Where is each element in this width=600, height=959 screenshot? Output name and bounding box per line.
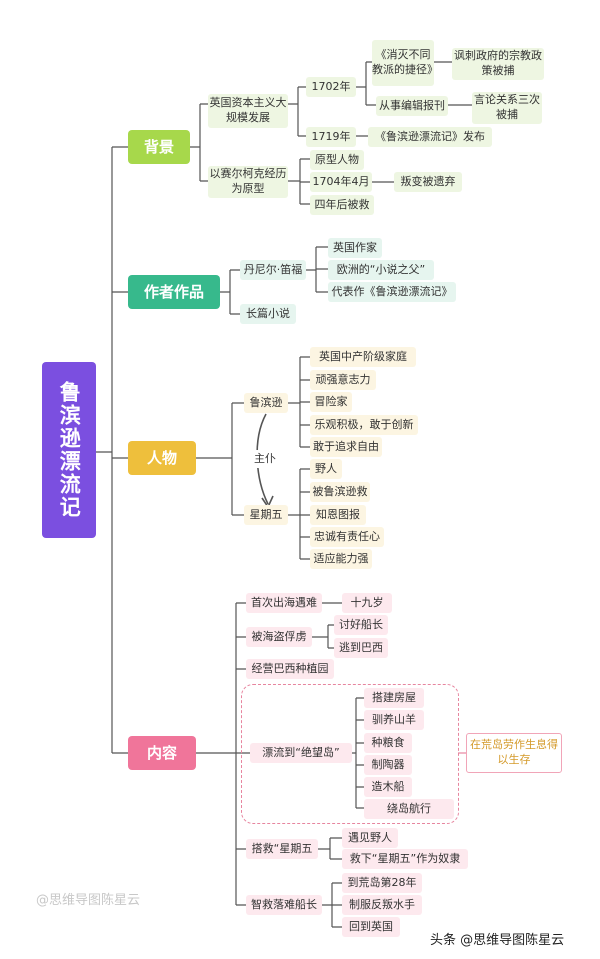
bg-year-1719: 1719年 xyxy=(306,127,356,147)
bg-rescued: 四年后被救 xyxy=(310,195,374,215)
char-friday-trait-1: 野人 xyxy=(310,459,342,479)
island-task-5: 造木船 xyxy=(364,777,412,797)
char-robinson-trait-4: 乐观积极，敢于创新 xyxy=(310,415,418,435)
char-robinson: 鲁滨逊 xyxy=(244,393,288,413)
survival-note: 在荒岛劳作生息得以生存 xyxy=(466,733,562,773)
content-shipwreck: 首次出海遇难 xyxy=(246,593,322,613)
content-pirates: 被海盗俘虏 xyxy=(246,627,312,647)
content-island: 漂流到“绝望岛” xyxy=(250,743,352,763)
content-return-england: 回到英国 xyxy=(342,917,400,937)
content-flee-brazil: 逃到巴西 xyxy=(334,638,388,658)
bg-publish: 《鲁滨逊漂流记》发布 xyxy=(368,127,492,147)
content-subdue-sailors: 制服反叛水手 xyxy=(342,895,422,915)
content-please-captain: 讨好船长 xyxy=(334,615,388,635)
author-name: 丹尼尔·笛福 xyxy=(240,260,306,280)
char-robinson-trait-2: 顽强意志力 xyxy=(310,370,376,390)
bg-year-1702: 1702年 xyxy=(306,77,356,97)
content-plantation: 经营巴西种植园 xyxy=(246,659,334,679)
bg-cause-capitalism: 英国资本主义大规模发展 xyxy=(208,94,288,128)
watermark-left: @思维导图陈星云 xyxy=(36,893,141,908)
bg-book-result: 讽刺政府的宗教政策被捕 xyxy=(452,48,544,80)
author-masterpiece: 代表作《鲁滨逊漂流记》 xyxy=(328,282,456,302)
root-trunk xyxy=(96,146,128,754)
island-task-4: 制陶器 xyxy=(364,755,412,775)
char-robinson-trait-1: 英国中产阶级家庭 xyxy=(310,347,416,367)
watermark-right: 头条 @思维导图陈星云 xyxy=(430,933,565,948)
category-background[interactable]: 背景 xyxy=(128,130,190,164)
content-rescue-friday: 搭救“星期五 xyxy=(246,839,318,859)
island-task-2: 驯养山羊 xyxy=(364,710,424,730)
char-connectors xyxy=(196,356,310,560)
category-content[interactable]: 内容 xyxy=(128,736,196,770)
root-title: 鲁滨逊漂流记 xyxy=(42,362,96,538)
bg-mutiny: 叛变被遗弃 xyxy=(394,172,462,192)
char-relation-label: 主仆 xyxy=(250,450,280,468)
author-writer: 英国作家 xyxy=(328,238,382,258)
author-connectors xyxy=(220,246,328,315)
category-characters[interactable]: 人物 xyxy=(128,441,196,475)
bg-year-1704: 1704年4月 xyxy=(310,172,372,192)
island-task-1: 搭建房屋 xyxy=(364,688,424,708)
content-connectors xyxy=(196,602,364,928)
bg-editor: 从事编辑报刊 xyxy=(376,96,448,116)
content-year-28: 到荒岛第28年 xyxy=(342,873,422,893)
char-friday-trait-3: 知恩图报 xyxy=(310,505,366,525)
content-age-19: 十九岁 xyxy=(342,593,392,613)
char-robinson-trait-3: 冒险家 xyxy=(310,392,352,412)
bg-cause-selkirk: 以赛尔柯克经历为原型 xyxy=(208,166,288,198)
content-meet-savage: 遇见野人 xyxy=(342,828,398,848)
author-novel: 长篇小说 xyxy=(240,304,296,324)
island-task-6: 绕岛航行 xyxy=(364,799,454,819)
category-author[interactable]: 作者作品 xyxy=(128,275,220,309)
char-friday-trait-4: 忠诚有责任心 xyxy=(310,527,384,547)
bg-editor-result: 言论关系三次被捕 xyxy=(472,92,542,124)
island-group-box xyxy=(241,684,459,824)
content-save-friday: 救下“星期五”作为奴隶 xyxy=(342,849,468,869)
char-friday: 星期五 xyxy=(244,505,288,525)
char-robinson-trait-5: 敢于追求自由 xyxy=(310,437,382,457)
bg-book-title: 《消灭不同教派的捷径》 xyxy=(372,40,438,86)
author-father-of-novel: 欧洲的“小说之父” xyxy=(328,260,434,280)
bg-connectors xyxy=(190,61,472,205)
island-task-3: 种粮食 xyxy=(364,733,412,753)
bg-prototype: 原型人物 xyxy=(310,150,364,170)
content-save-captain: 智救落难船长 xyxy=(246,895,322,915)
char-friday-trait-5: 适应能力强 xyxy=(310,549,372,569)
char-friday-trait-2: 被鲁滨逊救 xyxy=(310,482,370,502)
